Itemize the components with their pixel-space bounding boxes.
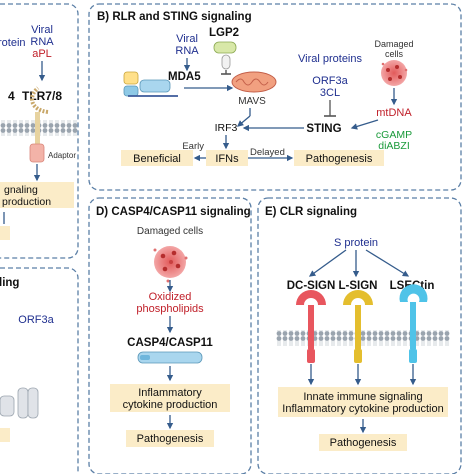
- viral-rna-label: Viral: [31, 24, 53, 36]
- apl-label: aPL: [32, 48, 52, 60]
- early-label: Early: [182, 141, 204, 152]
- tlr78-receptor-icon: [29, 86, 49, 163]
- b-pathogenesis-label: Pathogenesis: [306, 153, 373, 165]
- orf3a-channel-icon: [0, 387, 39, 419]
- c-orf3a-label: ORF3a: [18, 314, 54, 326]
- e-pathogenesis-label: Pathogenesis: [330, 437, 397, 449]
- lsectin-receptor-icon: [399, 284, 428, 363]
- mitochondrion-icon: [231, 71, 277, 93]
- dcsign-receptor-icon: [296, 290, 326, 363]
- casp-label: CASP4/CASP11: [127, 337, 213, 349]
- diabzi-label: diABZI: [378, 140, 410, 152]
- panel-d: D) CASP4/CASP11 signaling Damaged cells …: [88, 197, 252, 474]
- mtdna-label: mtDNA: [376, 107, 412, 119]
- irf3-label: IRF3: [215, 122, 238, 134]
- d-inflammatory-box: [110, 384, 230, 412]
- signaling-label: gnaling: [4, 184, 38, 196]
- panel-b: B) RLR and STING signaling Viral RNA LGP…: [88, 3, 462, 191]
- protein-label-partial: rotein: [0, 37, 26, 49]
- d-damaged-cells-label: Damaged cells: [137, 226, 203, 237]
- tlr-partial-label: 4: [8, 89, 15, 103]
- lsign-label: L-SIGN: [339, 280, 378, 292]
- arrow-mtdna-sting: [350, 119, 379, 130]
- delayed-label: Delayed: [250, 147, 285, 158]
- mda5-label: MDA5: [168, 71, 201, 83]
- b-viral-rna-label-2: RNA: [175, 45, 199, 57]
- arrow-s-dcsign: [308, 249, 347, 277]
- tlr78-label: TLR7/8: [22, 89, 62, 103]
- panel-d-title: D) CASP4/CASP11 signaling: [96, 206, 251, 218]
- mda5-icon: [123, 71, 178, 97]
- damaged-cells-label-2: cells: [385, 49, 404, 59]
- e-inflammatory-label: Inflammatory cytokine production: [282, 403, 443, 415]
- e-innate-box: [278, 387, 448, 417]
- lgp2-label: LGP2: [209, 27, 239, 39]
- beneficial-box: [121, 150, 193, 166]
- arrow-mavs-irf3-b: [237, 115, 251, 127]
- panel-a-partial: rotein Viral RNA aPL 4 TLR7/8 Adaptor gn…: [0, 3, 79, 259]
- innate-label: Innate immune signaling: [303, 391, 422, 403]
- 3cl-label: 3CL: [320, 87, 340, 99]
- damaged-cell-icon: [381, 60, 408, 86]
- panel-b-title: B) RLR and STING signaling: [97, 11, 252, 23]
- dcsign-label: DC-SIGN: [287, 280, 336, 292]
- d-pathogenesis-box: [126, 430, 214, 447]
- e-pathogenesis-box: [319, 434, 407, 451]
- production-label: production: [2, 196, 51, 208]
- arrow-s-lsectin: [365, 249, 410, 277]
- ifns-box: [206, 150, 248, 166]
- viral-proteins-label: Viral proteins: [298, 53, 362, 65]
- pathogenesis-box-partial: [0, 226, 10, 240]
- s-protein-label: S protein: [334, 237, 378, 249]
- b-pathogenesis-box: [294, 150, 384, 166]
- damaged-cells-label: Damaged: [374, 39, 413, 49]
- signaling-box: [0, 182, 74, 208]
- casp-icon: [137, 351, 203, 364]
- ifns-label: IFNs: [215, 153, 239, 165]
- d-damaged-cell-icon: [153, 246, 188, 283]
- d-cytokine-label: cytokine production: [123, 399, 218, 411]
- phospholipids-label: phospholipids: [136, 303, 204, 315]
- mavs-label: MAVS: [238, 96, 266, 107]
- cgamp-label: cGAMP: [376, 129, 412, 141]
- panel-c-partial: ling ORF3a: [0, 267, 79, 474]
- d-inflammatory-label: Inflammatory: [138, 387, 202, 399]
- oxidized-label: Oxidized: [149, 291, 192, 303]
- membrane-e: [276, 330, 450, 346]
- d-pathogenesis-label: Pathogenesis: [137, 433, 204, 445]
- lsign-receptor-icon: [343, 290, 373, 363]
- adaptor-label: Adaptor: [48, 151, 76, 160]
- sting-label: STING: [306, 123, 341, 135]
- beneficial-label: Beneficial: [133, 153, 181, 165]
- b-viral-rna-label: Viral: [176, 33, 198, 45]
- orf3a-label: ORF3a: [312, 75, 348, 87]
- lgp2-icon: [213, 41, 237, 70]
- panel-e: E) CLR signaling S protein DC-SIGN L-SIG…: [257, 197, 462, 474]
- viral-rna-label-2: RNA: [30, 36, 54, 48]
- panel-e-title: E) CLR signaling: [265, 206, 357, 218]
- ling-label: ling: [0, 277, 19, 289]
